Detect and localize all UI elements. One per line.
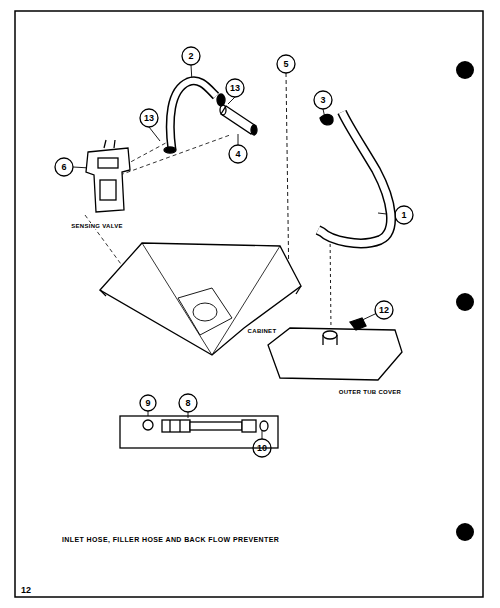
inlet-hose — [318, 112, 391, 243]
part-name: SENSING VALVE — [70, 223, 124, 229]
inlet-hose-assembly — [120, 416, 278, 448]
caption: INLET HOSE, FILLER HOSE AND BACK FLOW PR… — [62, 536, 279, 543]
callout-number: 13 — [230, 84, 240, 93]
callout-number: 8 — [185, 399, 190, 408]
sensing-valve — [86, 140, 130, 212]
frame — [15, 11, 483, 597]
leader-lines — [73, 65, 395, 439]
page-number: 12 — [21, 586, 31, 595]
callout-number: 13 — [144, 114, 154, 123]
callout-number: 1 — [401, 211, 406, 220]
filler-hose — [170, 81, 216, 150]
part-name: OUTER TUB COVER — [338, 389, 403, 395]
callout-number: 4 — [235, 150, 240, 159]
callout-number: 10 — [257, 444, 267, 453]
callout-circles — [55, 47, 413, 457]
back-flow-preventer — [220, 105, 257, 135]
callout-number: 12 — [379, 306, 389, 315]
callout-number: 3 — [320, 96, 325, 105]
cabinet — [100, 243, 301, 355]
callout-number: 5 — [283, 60, 288, 69]
part-name: CABINET — [247, 328, 278, 334]
outer-tub-cover — [268, 318, 402, 380]
punch-holes — [456, 61, 474, 541]
callout-number: 6 — [61, 163, 66, 172]
callout-number: 9 — [145, 399, 150, 408]
callout-number: 2 — [188, 52, 193, 61]
